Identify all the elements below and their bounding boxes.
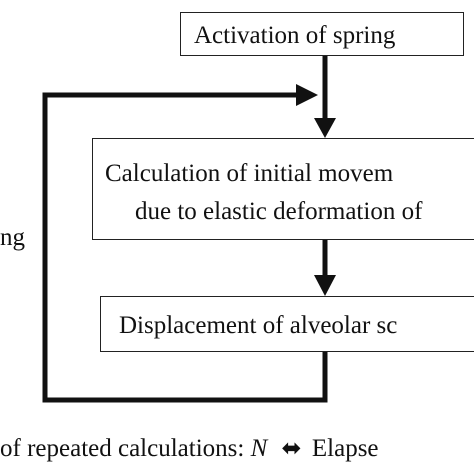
calculation-label-line1: Calculation of initial movem	[105, 160, 394, 187]
calculation-box: Calculation of initial movem due to elas…	[92, 138, 474, 240]
footer-variable-n: N	[250, 435, 268, 462]
arrowhead-into-displacement	[314, 275, 336, 296]
footer-caption: of repeated calculations: N ⬌ Elapse	[0, 436, 379, 461]
arrowhead-feedback-return	[296, 84, 318, 106]
double-arrow-icon: ⬌	[281, 434, 302, 462]
displacement-label: Displacement of alveolar sc	[119, 312, 398, 339]
activation-label: Activation of spring	[194, 22, 396, 49]
loop-side-label: ng	[0, 224, 25, 251]
displacement-box: Displacement of alveolar sc	[100, 296, 474, 352]
feedback-loop-line	[42, 92, 328, 403]
activation-box: Activation of spring	[180, 12, 464, 56]
calculation-label-line2: due to elastic deformation of	[135, 198, 423, 225]
footer-text: of repeated calculations:	[0, 435, 251, 462]
footer-tail-text: Elapse	[311, 435, 379, 462]
arrowhead-into-calculation	[314, 118, 336, 138]
